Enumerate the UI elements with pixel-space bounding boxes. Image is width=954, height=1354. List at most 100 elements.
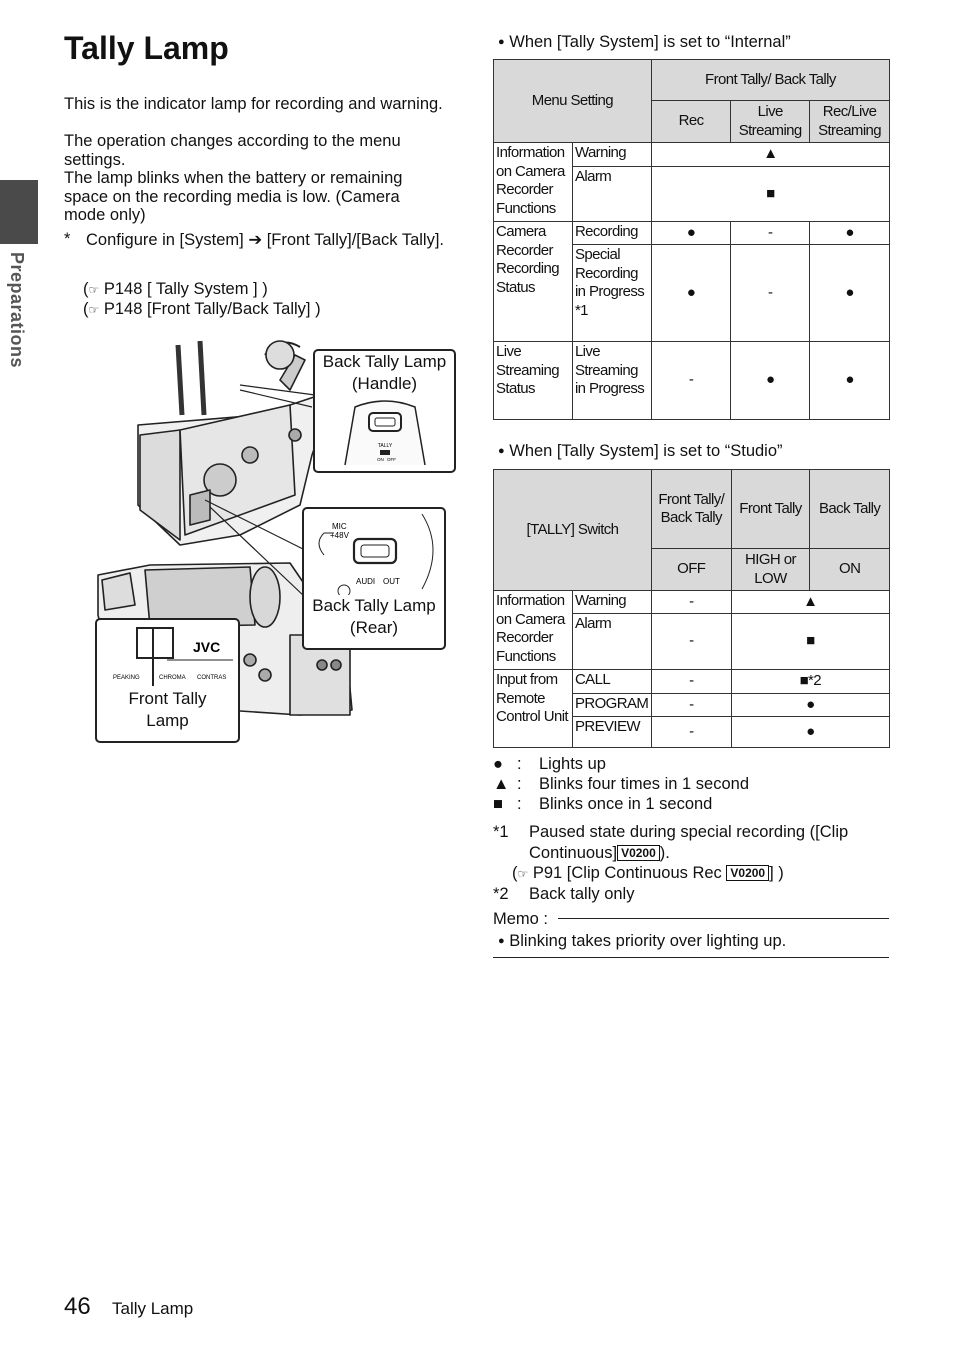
- pointing-hand-icon: ☞: [88, 283, 100, 297]
- group-header: Front Tally/ Back Tally: [650, 59, 891, 101]
- cell-value: ●: [730, 341, 811, 420]
- memo-label: Memo :: [493, 910, 549, 928]
- row-group-label: Information on Camera Recorder Functions: [493, 142, 573, 222]
- cell-value: ●: [809, 341, 890, 420]
- intro-paragraph: The operation changes according to the m…: [64, 132, 401, 169]
- intro-paragraph: The lamp blinks when the battery or rema…: [64, 169, 403, 224]
- panel-label: CHROMA: [159, 675, 186, 681]
- bullet-icon: ●: [498, 935, 505, 947]
- footnote-reference: (☞ P91 [Clip Continuous Rec V0200] ): [512, 863, 784, 885]
- legend-sep: :: [517, 775, 522, 793]
- callout-label: Front Tally: [128, 689, 207, 708]
- switch-off-label: OFF: [387, 457, 396, 462]
- internal-table: Menu Setting Front Tally/ Back Tally Rec…: [493, 59, 891, 420]
- memo-text: Blinking takes priority over lighting up…: [509, 932, 787, 950]
- col-header: Rec: [650, 100, 732, 143]
- page-number: 46: [64, 1293, 91, 1320]
- reference-line: (☞ P148 [Front Tally/Back Tally] ): [83, 299, 321, 320]
- cell-value: -: [650, 716, 732, 748]
- switch-on-label: ON: [377, 457, 384, 462]
- cell-value: ●: [730, 716, 891, 748]
- cell-value: -: [650, 341, 732, 420]
- row-label: Warning: [571, 590, 652, 614]
- col-header: Front Tally: [730, 469, 811, 549]
- front-tally-callout: JVC PEAKING CHROMA CONTRAS Front Tally L…: [95, 618, 240, 743]
- ref-paren: (: [83, 280, 89, 298]
- memo-end-rule: [493, 957, 889, 958]
- ref-paren: (: [83, 300, 89, 318]
- ref-end: ] ): [769, 864, 784, 882]
- menu-setting-header: Menu Setting: [493, 59, 652, 143]
- handle-detail-drawing: TALLY ON OFF: [343, 400, 426, 466]
- col-header: Back Tally: [809, 469, 890, 549]
- row-label: Special Recording in Progress *1: [571, 244, 652, 342]
- legend-text: Blinks four times in 1 second: [539, 775, 750, 793]
- studio-heading: ● When [Tally System] is set to “Studio”: [498, 442, 783, 461]
- phantom-label: +48V: [330, 531, 350, 540]
- callout-label: (Rear): [349, 618, 399, 637]
- callout-label: Back Tally Lamp: [322, 352, 447, 371]
- heading-text: When [Tally System] is set to “Studio”: [509, 442, 783, 460]
- triangle-symbol: ▲: [650, 142, 891, 167]
- footnote-mark: *2: [493, 885, 509, 903]
- ref-link[interactable]: P91 [Clip Continuous Rec: [532, 864, 722, 882]
- rear-detail-drawing: MIC +48V AUDI OUT: [318, 513, 434, 595]
- tally-switch-label: TALLY: [377, 443, 392, 449]
- callout-label: (Handle): [351, 374, 418, 393]
- col-header: Live Streaming: [730, 100, 811, 143]
- switch-header: [TALLY] Switch: [493, 469, 652, 591]
- col-header: Front Tally/ Back Tally: [650, 469, 732, 549]
- back-tally-rear-callout: MIC +48V AUDI OUT Back Tally Lamp (Rear): [302, 507, 446, 650]
- square-symbol: ■: [650, 166, 891, 222]
- legend-symbol: ●: [493, 755, 503, 773]
- callout-label: Back Tally Lamp: [312, 596, 436, 615]
- legend-row: ●:Lights up: [493, 754, 606, 775]
- cell-value: -: [730, 221, 811, 245]
- row-group-label: Input from Remote Control Unit: [493, 669, 573, 748]
- ref-paren: (: [512, 864, 518, 882]
- back-tally-handle-callout: Back Tally Lamp (Handle) TALLY ON OFF: [313, 349, 456, 473]
- page-title: Tally Lamp: [64, 30, 229, 66]
- cell-value: ●: [809, 221, 890, 245]
- cell-value: -: [650, 669, 732, 694]
- cell-value: -: [650, 613, 732, 670]
- subcol-header: HIGH or LOW: [730, 548, 811, 591]
- pointing-hand-icon: ☞: [88, 303, 100, 317]
- internal-heading: ● When [Tally System] is set to “Interna…: [498, 33, 791, 52]
- front-detail-drawing: JVC PEAKING CHROMA CONTRAS: [113, 627, 233, 686]
- row-label: CALL: [571, 669, 652, 694]
- pointing-hand-icon: ☞: [517, 867, 529, 881]
- cell-value: ■*2: [730, 669, 891, 694]
- ref-link[interactable]: P148 [ Tally System ] ): [103, 280, 268, 298]
- legend-sep: :: [517, 795, 522, 813]
- row-label: Recording: [571, 221, 652, 245]
- cell-value: ●: [650, 244, 732, 342]
- note-mark: *: [64, 230, 71, 248]
- legend-row: ■: Blinks once in 1 second: [493, 794, 712, 815]
- memo-bullet: ● Blinking takes priority over lighting …: [498, 931, 786, 952]
- cell-value: ●: [809, 244, 890, 342]
- studio-table: [TALLY] Switch Front Tally/ Back Tally F…: [493, 469, 891, 748]
- section-tab: [0, 180, 38, 244]
- mic-label: MIC: [332, 522, 347, 531]
- panel-label: PEAKING: [113, 675, 140, 681]
- row-label: PREVIEW: [571, 716, 652, 748]
- version-tag: V0200: [726, 865, 770, 881]
- legend-symbol: ■: [493, 795, 503, 813]
- bullet-icon: ●: [498, 36, 505, 48]
- ref-link[interactable]: P148 [Front Tally/Back Tally] ): [103, 300, 321, 318]
- callout-label: Lamp: [146, 711, 189, 730]
- out-label: OUT: [383, 577, 400, 586]
- row-label: Warning: [571, 142, 652, 167]
- subcol-header: ON: [809, 548, 890, 591]
- cell-value: -: [650, 693, 732, 717]
- intro-paragraph: This is the indicator lamp for recording…: [64, 95, 443, 113]
- row-group-label: Camera Recorder Recording Status: [493, 221, 573, 342]
- cell-value: ●: [730, 693, 891, 717]
- row-label: PROGRAM: [571, 693, 652, 717]
- legend-text: Blinks once in 1 second: [539, 795, 713, 813]
- tally-switch: [379, 450, 390, 455]
- row-label: Live Streaming in Progress: [571, 341, 652, 420]
- version-tag: V0200: [617, 844, 660, 861]
- footnote-mark: *1: [493, 823, 509, 841]
